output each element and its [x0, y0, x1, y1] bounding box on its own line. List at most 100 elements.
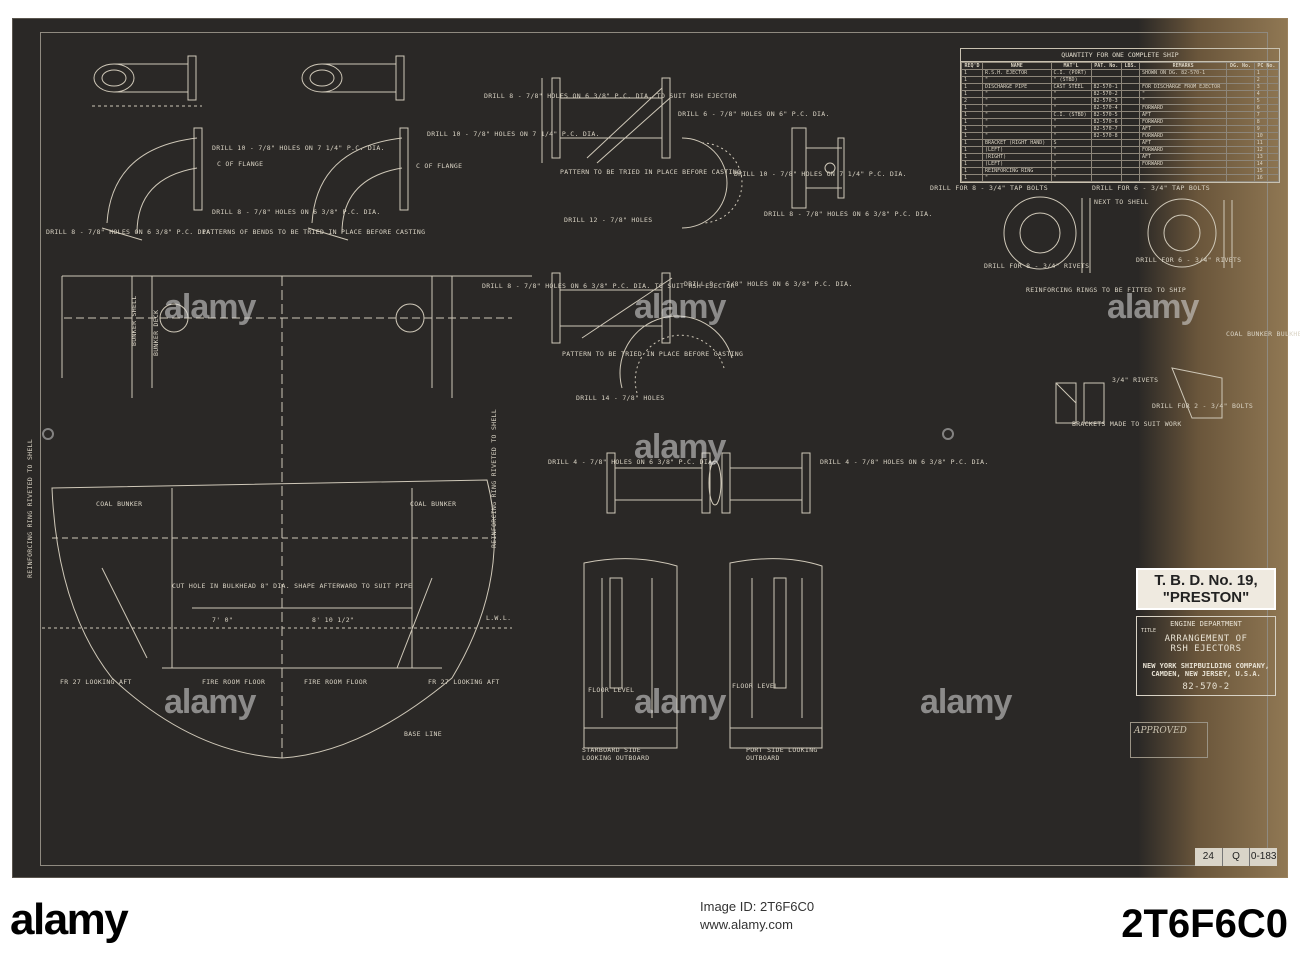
quantity-cell: [1121, 104, 1140, 112]
quantity-cell: [1121, 76, 1140, 84]
dim-8ft: 8' 10 1/2": [312, 616, 355, 624]
footer-image-id: Image ID: 2T6F6C0: [700, 899, 815, 914]
drawing-number: 82-570-2: [1182, 682, 1230, 692]
quantity-cell: ": [1050, 132, 1092, 140]
drawing-index-box: 24 Q 0-183: [1195, 848, 1277, 866]
quantity-cell: ": [1138, 97, 1228, 105]
note-floor-level-2: FLOOR LEVEL: [732, 682, 779, 690]
quantity-cell: [1121, 174, 1140, 182]
quantity-header-cell: PC No.: [1253, 62, 1280, 70]
quantity-cell: FORWARD: [1138, 104, 1228, 112]
note-reinf-ring-mid: REINFORCING RING RIVETED TO SHELL: [490, 408, 498, 548]
note-drill-14: DRILL 14 - 7/8" HOLES: [576, 394, 665, 402]
reinforcing-ring-left: [1003, 196, 1091, 273]
quantity-cell: ": [1050, 118, 1092, 126]
quantity-cell: ": [1050, 153, 1092, 161]
note-drill-suit: DRILL 8 - 7/8" HOLES ON 6 3/8" P.C. DIA.…: [484, 92, 737, 100]
quantity-cell: 3: [1253, 83, 1280, 91]
pipe-plan-right: [301, 55, 405, 101]
hull-number: T. B. D. No. 19,: [1154, 572, 1258, 589]
note-brackets-made: BRACKETS MADE TO SUIT WORK: [1072, 420, 1182, 428]
note-drill-rivets-2: DRILL FOR 6 - 3/4" RIVETS: [1136, 256, 1242, 264]
watermark: alamy: [920, 683, 1012, 721]
quantity-cell: BRACKET (RIGHT HAND): [982, 139, 1052, 147]
quantity-cell: ": [1050, 125, 1092, 133]
reinforcing-ring-right: [1147, 198, 1233, 268]
department: ENGINE DEPARTMENT: [1170, 620, 1242, 628]
note-coal-bunker-bulkhead: COAL BUNKER BULKHEAD: [1226, 330, 1300, 338]
quantity-cell: 12: [1253, 146, 1280, 154]
watermark-mark: [42, 428, 54, 440]
note-next-shell: NEXT TO SHELL: [1094, 198, 1149, 206]
quantity-cell: [1121, 139, 1140, 147]
note-coal-bunker-2: COAL BUNKER: [410, 500, 457, 508]
quantity-cell: [1226, 146, 1255, 154]
note-rivets: 3/4" RIVETS: [1112, 376, 1159, 384]
quantity-cell: [1090, 174, 1123, 182]
quantity-cell: [1226, 139, 1255, 147]
quantity-cell: AFT: [1138, 125, 1228, 133]
quantity-cell: 1: [960, 153, 984, 161]
quantity-cell: AFT: [1138, 111, 1228, 119]
quantity-cell: [1138, 174, 1228, 182]
quantity-cell: 1: [960, 146, 984, 154]
hull-section: [42, 479, 512, 759]
note-drill-8e: DRILL 8 - 7/8" HOLES ON 6 3/8" P.C. DIA.: [684, 280, 853, 288]
company-name: NEW YORK SHIPBUILDING COMPANY,: [1142, 662, 1270, 670]
quantity-cell: 1: [960, 167, 984, 175]
note-bunker-deck: BUNKER DECK: [152, 309, 160, 356]
quantity-header-cell: DG. No.: [1226, 62, 1255, 70]
footer-url[interactable]: www.alamy.com: [700, 917, 793, 932]
quantity-cell: 5: [1253, 97, 1280, 105]
bracket-details: [1055, 367, 1223, 424]
quantity-header-cell: REMARKS: [1138, 62, 1228, 70]
watermark: alamy: [634, 428, 726, 466]
quantity-cell: 11: [1253, 139, 1280, 147]
quantity-cell: ": [982, 174, 1052, 182]
quantity-cell: FOR DISCHARGE FROM EJECTOR: [1138, 83, 1228, 91]
quantity-cell: ": [982, 111, 1052, 119]
quantity-cell: 82-570-7: [1090, 125, 1123, 133]
quantity-cell: [1121, 118, 1140, 126]
quantity-cell: [1090, 76, 1123, 84]
note-floor-level-1: FLOOR LEVEL: [588, 686, 635, 694]
quantity-cell: 1: [1253, 69, 1280, 77]
note-drill-10: DRILL 10 - 7/8" HOLES ON 7 1/4" P.C. DIA…: [734, 170, 907, 178]
quantity-header-cell: LBS.: [1121, 62, 1140, 70]
quantity-cell: [1121, 111, 1140, 119]
quantity-cell: [1138, 76, 1228, 84]
watermark: alamy: [634, 288, 726, 326]
quantity-cell: 1: [960, 76, 984, 84]
quantity-cell: [1121, 83, 1140, 91]
quantity-cell: [1090, 146, 1123, 154]
quantity-cell: ": [1050, 146, 1092, 154]
quantity-cell: ": [1050, 160, 1092, 168]
note-drill-tap-2: DRILL FOR 6 - 3/4" TAP BOLTS: [1092, 184, 1210, 192]
company-location: CAMDEN, NEW JERSEY, U.S.A.: [1151, 670, 1261, 678]
bend-outer-1: [106, 137, 198, 224]
quantity-cell: ": [982, 90, 1052, 98]
approval-stamp: APPROVED: [1130, 722, 1208, 758]
starboard-side-view: [583, 558, 678, 749]
quantity-cell: [1226, 97, 1255, 105]
alamy-logo[interactable]: alamy: [10, 895, 129, 944]
quantity-cell: (LEFT): [982, 160, 1052, 168]
watermark: alamy: [634, 683, 726, 721]
note-looking-aft-2: FR 27 LOOKING AFT: [428, 678, 500, 686]
quantity-cell: [1121, 132, 1140, 140]
quantity-cell: 4: [1253, 90, 1280, 98]
ship-name: "PRESTON": [1162, 589, 1250, 606]
quantity-cell: [1226, 90, 1255, 98]
quantity-cell: [1226, 153, 1255, 161]
quantity-cell: 1: [960, 174, 984, 182]
quantity-cell: 82-570-5: [1090, 111, 1123, 119]
dim-7ft: 7' 0": [212, 616, 234, 624]
note-drill-bolts: DRILL FOR 2 - 3/4" BOLTS: [1152, 402, 1254, 410]
note-lwl: L.W.L.: [486, 614, 512, 622]
